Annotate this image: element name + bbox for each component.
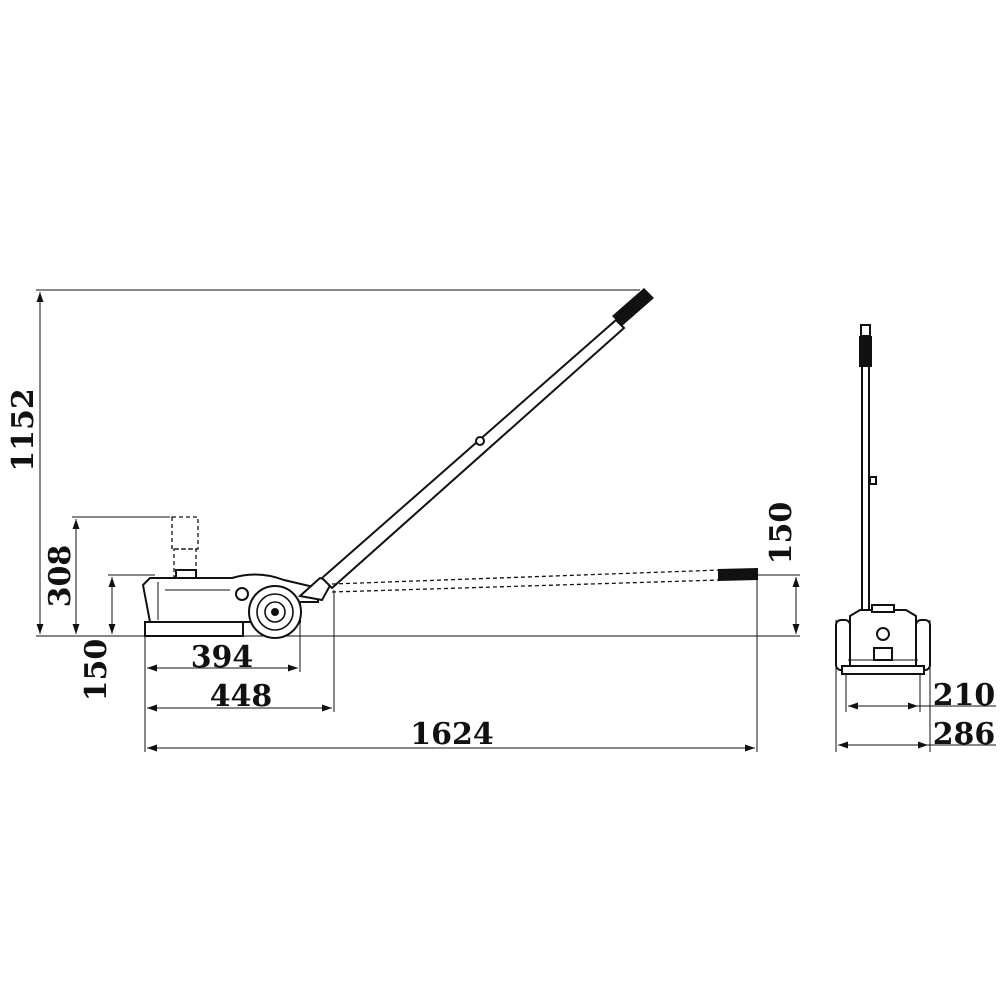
dim-handle-min-height: 150 <box>764 502 799 565</box>
front-dimension-lines <box>838 702 996 749</box>
front-handle-grip <box>859 336 872 367</box>
lowered-handle <box>331 568 758 593</box>
rear-wheel <box>248 585 302 639</box>
side-view: 1152 308 150 150 394 448 1624 <box>6 288 800 752</box>
dim-total-width: 286 <box>933 717 996 752</box>
dim-base-length: 448 <box>210 679 273 714</box>
dim-chassis-length: 394 <box>191 640 254 675</box>
lifting-ram <box>171 516 199 579</box>
front-pump-port <box>876 627 890 641</box>
front-view: 210 286 <box>835 324 996 752</box>
dim-max-height: 1152 <box>6 388 41 472</box>
front-handle-shaft <box>861 364 870 611</box>
base-plate <box>144 621 244 637</box>
dim-lift-height: 308 <box>43 545 78 608</box>
front-base-plate <box>841 665 925 675</box>
front-left-wheel <box>835 619 851 671</box>
lowered-handle-grip <box>718 568 758 581</box>
pivot-disc <box>235 587 249 601</box>
front-right-wheel <box>915 619 931 671</box>
dim-min-height: 150 <box>79 639 114 702</box>
dim-total-length: 1624 <box>410 717 494 752</box>
extension-lines <box>36 289 800 752</box>
handle-grip <box>612 288 654 326</box>
dimension-lines <box>36 292 800 752</box>
raised-handle <box>320 288 654 590</box>
dim-inner-width: 210 <box>933 678 996 713</box>
